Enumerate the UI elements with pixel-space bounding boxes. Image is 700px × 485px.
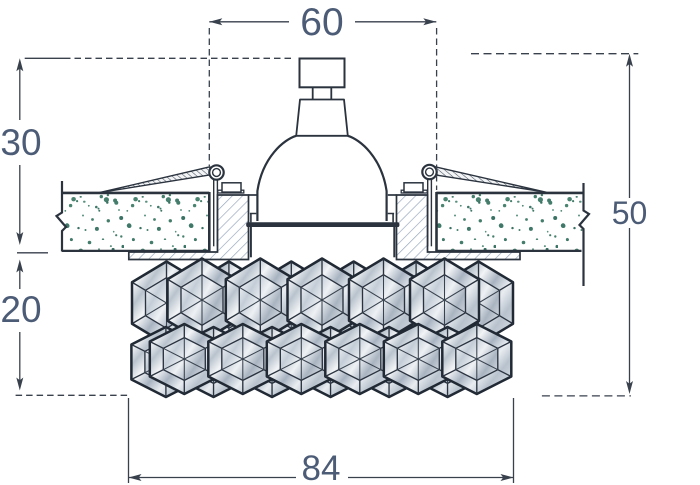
svg-text:30: 30 [0, 122, 41, 163]
svg-text:50: 50 [612, 195, 648, 231]
svg-text:60: 60 [300, 1, 343, 44]
svg-text:20: 20 [0, 289, 41, 330]
svg-text:84: 84 [302, 449, 341, 485]
